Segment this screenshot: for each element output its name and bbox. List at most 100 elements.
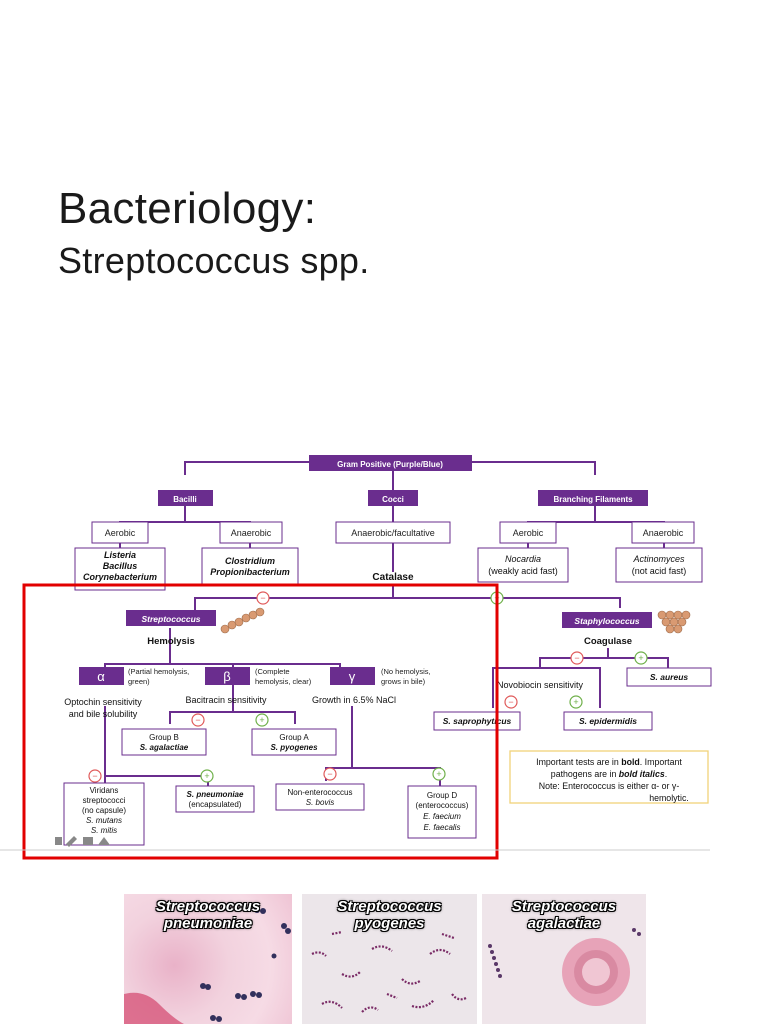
non-entero-line1: Non-enterococcus	[288, 788, 353, 797]
root-box	[309, 455, 472, 471]
svg-text:−: −	[574, 653, 579, 663]
non-entero-line2: S. bovis	[306, 798, 334, 807]
group-d-line2: (enterococcus)	[416, 801, 469, 810]
optochin-plus: +	[200, 769, 214, 783]
pneumoniae-box	[175, 785, 255, 813]
note-line3: Note: Enterococcus is either α- or γ-	[539, 781, 680, 791]
nacl-plus: +	[432, 767, 446, 781]
s-aureus: S. aureus	[650, 672, 689, 682]
cocci-label: Cocci	[382, 495, 404, 504]
svg-text:−: −	[92, 771, 97, 781]
actinomyces-note: (not acid fast)	[632, 566, 687, 576]
nocardia-note: (weakly acid fast)	[488, 566, 558, 576]
viridans-line4: S. mutans	[86, 816, 122, 825]
bacitracin-label: Bacitracin sensitivity	[185, 695, 267, 705]
coagulase-minus: −	[570, 651, 584, 665]
pneumoniae-line2: (encapsulated)	[189, 800, 242, 809]
streptococcus-flowchart: Gram Positive (Purple/Blue) Bacilli Cocc…	[0, 455, 712, 860]
s-epidermidis: S. epidermidis	[579, 716, 637, 726]
pneumoniae-cells	[124, 907, 291, 1024]
highlight-box	[22, 583, 499, 860]
alpha-symbol: α	[97, 669, 105, 684]
novobiocin-minus: −	[504, 695, 518, 709]
toolbar-back-icon[interactable]	[55, 837, 62, 845]
svg-text:−: −	[260, 593, 265, 603]
bacitracin-minus: −	[191, 713, 205, 727]
toolbar-pen-icon[interactable]	[66, 836, 77, 847]
bacilli-anaerobic: Anaerobic	[231, 528, 272, 538]
optochin-line2: and bile solubility	[69, 709, 138, 719]
toolbar-next-icon[interactable]	[98, 837, 110, 845]
non-entero-box	[275, 783, 365, 811]
group-d-line4: E. faecalis	[424, 823, 461, 832]
branching-box	[538, 490, 648, 506]
branching-label: Branching Filaments	[553, 495, 633, 504]
group-d-line3: E. faecium	[423, 812, 461, 821]
svg-text:−: −	[195, 715, 200, 725]
cocci-box	[368, 490, 418, 506]
nacl-label: Growth in 6.5% NaCl	[312, 695, 396, 705]
viridans-line2: streptococci	[83, 796, 126, 805]
slide-toolbar	[55, 836, 110, 847]
branching-anaerobic: Anaerobic	[643, 528, 684, 538]
group-a-line1: Group A	[279, 733, 309, 742]
alpha-box	[79, 667, 124, 685]
gamma-note-2: grows in bile)	[381, 677, 426, 686]
note-line2: pathogens are in bold italics.	[551, 769, 667, 779]
cocci-cluster-illustration	[657, 610, 691, 634]
streptococcus-box	[126, 610, 216, 626]
pyogenes-chains	[311, 930, 467, 1013]
slide-title: Bacteriology:	[58, 184, 317, 233]
nacl-minus: −	[323, 767, 337, 781]
pneumoniae-line1: S. pneumoniae	[187, 790, 244, 799]
coagulase-plus: +	[634, 651, 648, 665]
staphylococcus-label: Staphylococcus	[574, 616, 639, 626]
s-epidermidis-box	[563, 711, 653, 731]
slide-subtitle: Streptococcus spp.	[58, 240, 370, 281]
staphylococcus-box	[562, 612, 652, 628]
alpha-note-1: (Partial hemolysis,	[128, 667, 189, 676]
clostridium: Clostridium	[225, 556, 275, 566]
gamma-note-1: (No hemolysis,	[381, 667, 431, 676]
gamma-box	[330, 667, 375, 685]
viridans-box	[63, 782, 145, 846]
viridans-line1: Viridans	[90, 786, 119, 795]
svg-text:+: +	[259, 715, 264, 725]
nocardia: Nocardia	[505, 554, 541, 564]
cocci-type: Anaerobic/facultative	[351, 528, 435, 538]
bacitracin-plus: +	[255, 713, 269, 727]
group-a-line2: S. pyogenes	[270, 743, 318, 752]
toolbar-slides-icon[interactable]	[83, 837, 93, 845]
novobiocin-label: Novobiocin sensitivity	[497, 680, 584, 690]
agalactiae-colony	[488, 928, 641, 1006]
corynebacterium: Corynebacterium	[83, 572, 157, 582]
root-label: Gram Positive (Purple/Blue)	[337, 460, 443, 469]
level3-boxes	[74, 547, 703, 591]
svg-text:+: +	[638, 653, 643, 663]
level2-boxes	[91, 521, 695, 544]
beta-note-2: hemolysis, clear)	[255, 677, 312, 686]
svg-text:−: −	[508, 697, 513, 707]
streptococcus-label: Streptococcus	[141, 614, 200, 624]
viridans-line3: (no capsule)	[82, 806, 126, 815]
optochin-line1: Optochin sensitivity	[64, 697, 142, 707]
s-saprophyticus: S. saprophyticus	[443, 716, 512, 726]
note-box	[509, 750, 709, 804]
beta-note-1: (Complete	[255, 667, 290, 676]
group-d-line1: Group D	[427, 791, 457, 800]
actinomyces: Actinomyces	[632, 554, 685, 564]
svg-text:+: +	[204, 771, 209, 781]
bacilli-box	[158, 490, 213, 506]
beta-box	[205, 667, 250, 685]
viridans-line5: S. mitis	[91, 826, 117, 835]
hemolysis-label: Hemolysis	[147, 636, 195, 647]
bacillus: Bacillus	[103, 561, 138, 571]
listeria: Listeria	[104, 550, 136, 560]
s-aureus-box	[626, 667, 712, 687]
